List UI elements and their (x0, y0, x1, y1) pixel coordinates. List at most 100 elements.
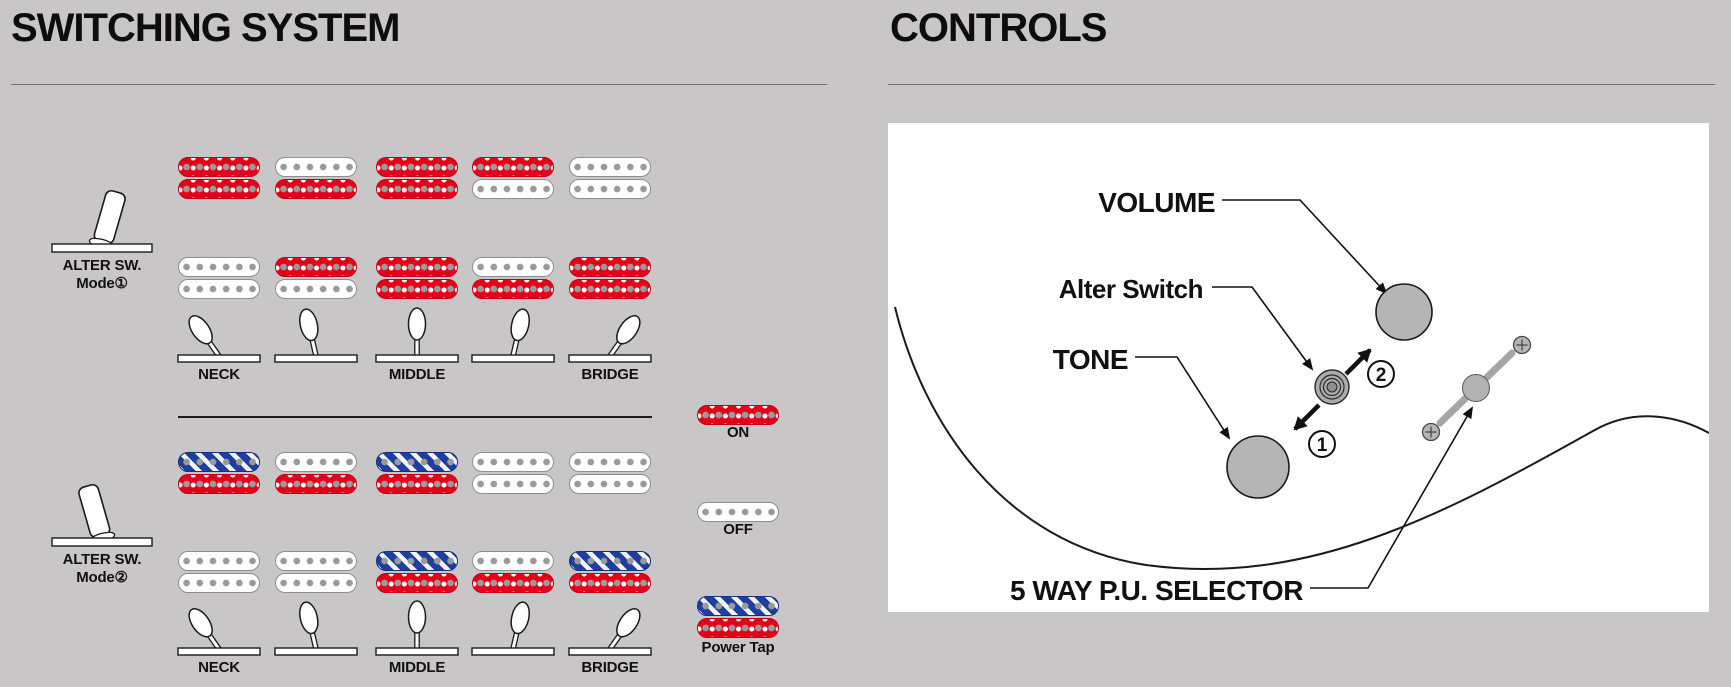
guitar-body-outline (894, 306, 1710, 570)
selector-label: 5 WAY P.U. SELECTOR (1010, 575, 1303, 606)
neck-pickup-coil-on (376, 474, 458, 494)
bridge-pickup-coil-off (178, 279, 260, 299)
legend-label-power-tap: Power Tap (701, 639, 775, 656)
bridge-pickup-coil-on (569, 573, 651, 593)
toggle-lever-icon (51, 483, 153, 547)
selector-lever-icon (471, 308, 555, 363)
neck-pickup-coil-tap (376, 452, 458, 472)
alter-switch-mode-label: Mode② (76, 569, 128, 586)
five-way-selector-lever (1436, 349, 1516, 427)
alter-switch-toggle-icon (46, 480, 158, 553)
selector-lever-icon (375, 600, 459, 656)
position-label-neck: NECK (198, 659, 240, 676)
controls-figure: VOLUME Alter Switch TONE 5 WAY P.U. SELE… (894, 187, 1710, 606)
neck-pickup-coil-off (472, 179, 554, 199)
alter-switch-label: ALTER SW. (62, 257, 142, 274)
legend-coil-on (697, 405, 779, 425)
selector-position-switch (271, 593, 361, 662)
selector-position-switch (174, 300, 264, 369)
selector-position-switch (468, 300, 558, 369)
bridge-pickup-coil-on (376, 573, 458, 593)
bridge-pickup-coil-on (569, 279, 651, 299)
bridge-pickup-coil-off (178, 573, 260, 593)
mode-separator-line (178, 416, 652, 418)
position-label-bridge: BRIDGE (581, 366, 639, 383)
selector-lever-icon (568, 608, 652, 656)
bridge-pickup-coil-off (178, 551, 260, 571)
neck-pickup-coil-on (275, 474, 357, 494)
volume-label: VOLUME (1098, 187, 1215, 218)
volume-knob (1375, 283, 1433, 341)
alter-switch-toggle-icon (46, 186, 158, 259)
alter-switch-label: ALTER SW. (62, 551, 142, 568)
selector-position-switch (271, 300, 361, 369)
mode1-direction-arrow (1293, 403, 1321, 431)
neck-pickup-coil-tap (178, 452, 260, 472)
right-section-divider (888, 84, 1715, 85)
controls-panel: VOLUME Alter Switch TONE 5 WAY P.U. SELE… (888, 123, 1710, 612)
svg-text:2: 2 (1376, 365, 1387, 386)
selector-screw-top (1512, 335, 1532, 355)
neck-pickup-coil-on (376, 157, 458, 177)
tone-pointer-arrow (1135, 356, 1231, 440)
selector-screw-bottom (1421, 422, 1441, 442)
bridge-pickup-coil-off (472, 551, 554, 571)
legend-label-off: OFF (723, 521, 753, 538)
selector-lever-icon (471, 601, 555, 656)
neck-pickup-coil-off (275, 452, 357, 472)
bridge-pickup-coil-off (275, 551, 357, 571)
neck-pickup-coil-on (178, 474, 260, 494)
mode2-direction-arrow (1344, 348, 1372, 376)
left-section-divider (11, 84, 827, 85)
selector-lever-icon (568, 315, 652, 363)
neck-pickup-coil-on (178, 157, 260, 177)
neck-pickup-coil-off (569, 157, 651, 177)
neck-pickup-coil-off (569, 179, 651, 199)
bridge-pickup-coil-on (376, 279, 458, 299)
alter-switch-pointer-arrow (1212, 286, 1314, 371)
position-label-bridge: BRIDGE (581, 659, 639, 676)
bridge-pickup-coil-off (472, 257, 554, 277)
controls-title: CONTROLS (890, 6, 1107, 50)
bridge-pickup-coil-tap (569, 551, 651, 571)
position-label-middle: MIDDLE (388, 366, 446, 383)
toggle-lever-icon (51, 189, 153, 253)
neck-pickup-coil-on (472, 157, 554, 177)
switching-system-title: SWITCHING SYSTEM (11, 6, 400, 50)
neck-pickup-coil-on (376, 179, 458, 199)
alter-switch-button (1314, 369, 1350, 405)
selector-position-switch (174, 593, 264, 662)
legend-coil-on (697, 618, 779, 638)
legend-coil-off (697, 502, 779, 522)
neck-pickup-coil-on (275, 179, 357, 199)
bridge-pickup-coil-on (376, 257, 458, 277)
selector-position-switch (468, 593, 558, 662)
legend-label-on: ON (726, 424, 750, 441)
bridge-pickup-coil-on (569, 257, 651, 277)
neck-pickup-coil-off (569, 474, 651, 494)
position-label-middle: MIDDLE (388, 659, 446, 676)
mode1-marker: 1 (1308, 430, 1336, 458)
selector-position-switch (565, 300, 655, 369)
alter-switch-label: Alter Switch (1059, 274, 1203, 304)
bridge-pickup-coil-off (275, 279, 357, 299)
bridge-pickup-coil-on (472, 279, 554, 299)
neck-pickup-coil-off (569, 452, 651, 472)
tone-label: TONE (1053, 344, 1128, 375)
svg-text:1: 1 (1317, 435, 1328, 456)
legend-coil-tap (697, 596, 779, 616)
bridge-pickup-coil-off (178, 257, 260, 277)
selector-lever-icon (274, 601, 358, 656)
tone-knob (1226, 435, 1290, 499)
bridge-pickup-coil-on (472, 573, 554, 593)
selector-position-switch (565, 593, 655, 662)
mode2-marker: 2 (1367, 360, 1395, 388)
selector-lever-icon (274, 308, 358, 363)
selector-lever-icon (375, 307, 459, 363)
neck-pickup-coil-on (178, 179, 260, 199)
position-label-neck: NECK (198, 366, 240, 383)
alter-switch-mode-label: Mode① (76, 275, 128, 292)
selector-lever-icon (177, 315, 261, 363)
selector-position-switch (372, 300, 462, 369)
